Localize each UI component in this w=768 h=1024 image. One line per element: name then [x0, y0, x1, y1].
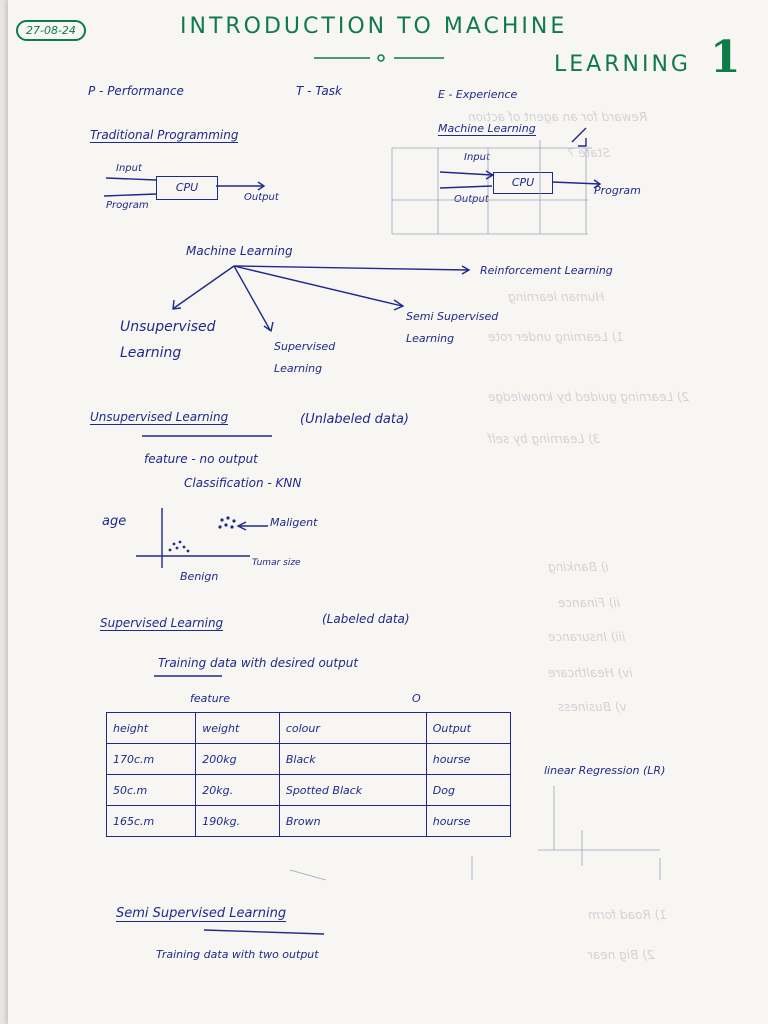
trad-arrow-head [257, 181, 266, 191]
malignant-points [218, 516, 236, 529]
feature-label: feature [190, 692, 230, 705]
tree-branch-semi [233, 265, 403, 307]
tree-root: Machine Learning [186, 244, 293, 258]
table-cell: Dog [425, 774, 512, 806]
ml-output-label: Output [454, 194, 489, 205]
trad-program-label: Program [106, 200, 149, 211]
table-cell: Spotted Black [278, 774, 427, 806]
ml-arrow-head [485, 170, 495, 180]
unsup-note: (Unlabeled data) [300, 412, 410, 427]
tree-arrow-head [263, 321, 274, 333]
tree-reinforcement: Reinforcement Learning [480, 264, 613, 277]
tree-arrow-head [172, 299, 182, 310]
maligent-label: Maligent [270, 516, 318, 529]
ml-box-heading: Machine Learning [438, 122, 536, 136]
semi-line1: Training data with two output [156, 948, 319, 961]
title-ornament [377, 54, 385, 62]
page-title-line2: LEARNING [554, 52, 691, 77]
benign-points [168, 540, 190, 553]
sup-note: (Labeled data) [322, 612, 410, 626]
ml-heading-pointer [571, 127, 587, 143]
linear-regression-label: linear Regression (LR) [544, 764, 666, 777]
unsup-line1: feature - no output [144, 452, 258, 466]
tree-branch-reinforcement [233, 265, 469, 271]
semi-heading: Semi Supervised Learning [116, 906, 287, 922]
table-cell: 190kg. [195, 805, 280, 837]
date-badge: 27-08-24 [16, 20, 86, 41]
traditional-heading: Traditional Programming [90, 128, 239, 143]
sup-heading: Supervised Learning [100, 616, 224, 631]
ml-cpu-box: CPU [493, 172, 553, 194]
page-number: 1 [710, 32, 741, 83]
tree-supervised: Supervised Learning [274, 340, 336, 375]
sup-line1: Training data with desired output [158, 656, 359, 670]
ml-arrow-head [578, 138, 587, 147]
ml-input-label: Input [464, 152, 490, 163]
ink-drawings [103, 54, 661, 935]
table-header: Output [425, 712, 512, 744]
tree-arrow-head [393, 299, 405, 311]
ml-input-arrow [439, 171, 493, 176]
ml-arrow-head [593, 179, 602, 189]
tree-branch-supervised [233, 265, 271, 331]
trad-input-label: Input [116, 163, 142, 174]
ml-program-arrow [551, 181, 601, 185]
semi-underline [203, 929, 325, 935]
o-label: O [412, 692, 421, 705]
page-title-line1: INTRODUCTION TO MACHINE [180, 14, 568, 39]
table-row: 165c.m 190kg. Brown hourse [105, 805, 512, 837]
t-task: T - Task [296, 84, 342, 98]
p-performance: P - Performance [88, 84, 184, 98]
tumar-size-label: Tumar size [252, 558, 301, 568]
trad-output-label: Output [244, 192, 279, 203]
notebook-page: Reward for an agent of action State ? Hu… [8, 0, 768, 1024]
unsup-line2: Classification - KNN [184, 476, 302, 490]
benign-label: Benign [180, 570, 219, 583]
table-cell: 165c.m [105, 805, 197, 837]
grid-line [289, 869, 327, 881]
ml-program-label: Program [594, 184, 641, 197]
tree-branch-unsupervised [173, 265, 235, 309]
maligent-arrow-head [236, 521, 247, 531]
unsup-heading: Unsupervised Learning [90, 410, 229, 425]
table-cell: 200kg [195, 743, 280, 775]
axis-age: age [102, 514, 127, 529]
trad-cpu-box: CPU [156, 176, 218, 200]
e-experience: E - Experience [438, 88, 518, 101]
trad-program-arrow [103, 193, 157, 197]
tree-unsupervised: Unsupervised Learning [120, 319, 216, 361]
data-table: height weight colour Output 170c.m 200kg… [105, 712, 512, 837]
trad-input-arrow [105, 177, 157, 181]
table-row: 170c.m 200kg Black hourse [105, 743, 512, 775]
table-header: colour [278, 712, 427, 744]
tree-semi-supervised: Semi Supervised Learning [406, 310, 499, 345]
table-cell: hourse [425, 805, 512, 837]
ml-output-arrow [439, 185, 493, 189]
table-row: 50c.m 20kg. Spotted Black Dog [105, 774, 512, 806]
table-cell: 20kg. [195, 774, 280, 806]
tree-arrow-head [461, 265, 471, 275]
table-cell: hourse [425, 743, 512, 775]
